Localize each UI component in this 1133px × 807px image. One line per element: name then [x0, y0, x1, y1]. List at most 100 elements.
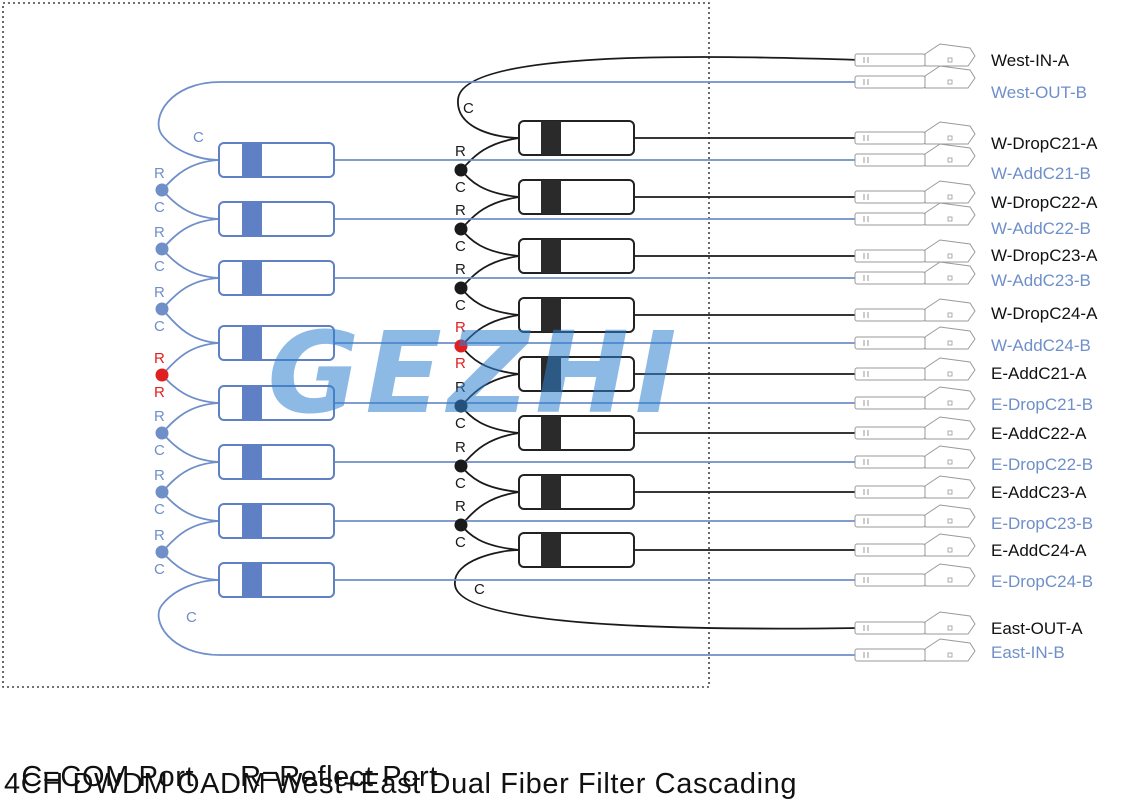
lc-connector: [854, 386, 976, 410]
connector-body: [854, 455, 926, 469]
connector-key: [947, 157, 953, 163]
reflect-letter: R: [154, 165, 165, 182]
connector-latch: [924, 261, 976, 285]
left-filter: [218, 142, 335, 178]
connector-latch: [924, 386, 976, 410]
legend-reflect: R=Reflect Port: [240, 761, 438, 793]
left-chain-fiber: [161, 374, 220, 404]
port-label: East-OUT-A: [991, 619, 1083, 638]
connector-body: [854, 308, 926, 322]
connector-body: [854, 367, 926, 381]
right-chain-fiber: [460, 524, 520, 551]
port-label: W-DropC22-A: [991, 193, 1098, 212]
east-in-fiber: [157, 579, 860, 656]
right-filter: [518, 120, 635, 156]
chain-letter: C: [154, 258, 165, 275]
lc-connector: [854, 180, 976, 204]
lc-connector: [854, 239, 976, 263]
reflect-letter: R: [455, 202, 466, 219]
left-chain-fiber: [161, 432, 220, 463]
chain-letter: C: [455, 238, 466, 255]
port-label: E-AddC21-A: [991, 364, 1087, 383]
connector-key: [947, 216, 953, 222]
lc-connector: [854, 357, 976, 381]
left-chain-fiber: [161, 402, 220, 434]
right-junction-dot: [454, 339, 468, 353]
reflect-letter: R: [455, 379, 466, 396]
port-label: E-AddC24-A: [991, 541, 1087, 560]
connector-latch: [924, 475, 976, 499]
left-junction-dot: [155, 426, 169, 440]
connector-latch: [924, 357, 976, 381]
right-junction-dot: [454, 163, 468, 177]
connector-latch: [924, 180, 976, 204]
port-label: W-AddC21-B: [991, 164, 1091, 183]
port-label: W-AddC24-B: [991, 336, 1091, 355]
connector-key: [947, 194, 953, 200]
reflect-letter: R: [455, 498, 466, 515]
right-junction-dot: [454, 399, 468, 413]
connector-key: [947, 547, 953, 553]
right-junction-dot: [454, 518, 468, 532]
connector-key: [947, 312, 953, 318]
port-label: East-IN-B: [991, 643, 1065, 662]
chain-letter: C: [154, 501, 165, 518]
connector-body: [854, 131, 926, 145]
connector-latch: [924, 533, 976, 557]
lc-connector: [854, 445, 976, 469]
watermark-logo: GEZHI: [267, 309, 682, 439]
connector-body: [854, 648, 926, 662]
left-junction-dot: [155, 183, 169, 197]
connector-latch: [924, 298, 976, 322]
right-chain-fiber: [460, 196, 520, 230]
left-junction-dot: [155, 302, 169, 316]
connector-key: [947, 625, 953, 631]
right-chain-fiber: [460, 465, 520, 493]
left-junction-dot: [155, 545, 169, 559]
left-filter-core: [242, 504, 262, 538]
connector-latch: [924, 416, 976, 440]
reflect-letter: R: [455, 319, 466, 336]
port-label: W-DropC21-A: [991, 134, 1098, 153]
lc-connector: [854, 261, 976, 285]
lc-connector: [854, 533, 976, 557]
connector-key: [947, 518, 953, 524]
lc-connector: [854, 416, 976, 440]
left-chain-fiber: [161, 461, 220, 493]
reflect-letter: R: [154, 224, 165, 241]
port-label: W-AddC22-B: [991, 219, 1091, 238]
left-filter: [218, 444, 335, 480]
connector-key: [947, 400, 953, 406]
right-filter: [518, 532, 635, 568]
right-chain-fiber: [460, 228, 520, 257]
left-filter-core: [242, 386, 262, 420]
port-label: E-DropC21-B: [991, 395, 1093, 414]
left-filter-core: [242, 143, 262, 177]
right-junction-dot: [454, 459, 468, 473]
reflect-letter: R: [455, 439, 466, 456]
reflect-letter: R: [154, 467, 165, 484]
left-chain-fiber: [161, 218, 220, 250]
left-junction-dot: [155, 485, 169, 499]
right-filter: [518, 238, 635, 274]
chain-letter: C: [455, 475, 466, 492]
right-filter-core: [541, 533, 561, 567]
connector-latch: [924, 611, 976, 635]
connector-group: [854, 43, 976, 662]
east-out-fiber: [454, 549, 861, 630]
right-chain-fiber: [460, 169, 520, 198]
left-chain-fiber: [161, 189, 220, 220]
connector-key: [947, 652, 953, 658]
connector-key: [947, 459, 953, 465]
left-chain-fiber: [161, 520, 220, 553]
connector-latch: [924, 638, 976, 662]
right-chain-fiber: [460, 137, 520, 171]
left-filter: [218, 260, 335, 296]
left-chain-fiber: [161, 277, 220, 310]
connector-body: [854, 514, 926, 528]
lc-connector: [854, 202, 976, 226]
connector-body: [854, 53, 926, 67]
reflect-letter: R: [154, 527, 165, 544]
chain-letter: C: [154, 318, 165, 335]
